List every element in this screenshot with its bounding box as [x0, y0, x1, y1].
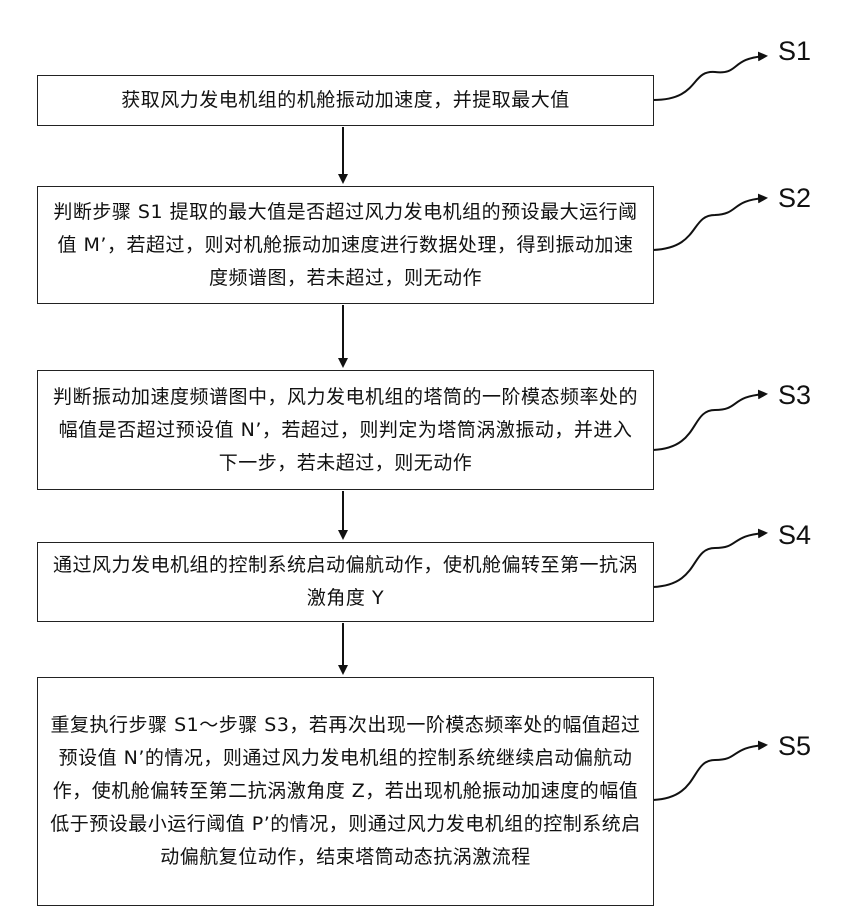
- step-text-s4: 通过风力发电机组的控制系统启动偏航动作，使机舱偏转至第一抗涡激角度 Y: [50, 549, 641, 615]
- step-box-s4: 通过风力发电机组的控制系统启动偏航动作，使机舱偏转至第一抗涡激角度 Y: [37, 542, 654, 622]
- step-text-s2: 判断步骤 S1 提取的最大值是否超过风力发电机组的预设最大运行阈值 M’，若超过…: [50, 196, 641, 295]
- leader-s1: [653, 56, 766, 100]
- step-box-s5: 重复执行步骤 S1～步骤 S3，若再次出现一阶模态频率处的幅值超过预设值 N’的…: [37, 677, 654, 906]
- step-box-s1: 获取风力发电机组的机舱振动加速度，并提取最大值: [37, 75, 654, 126]
- step-label-s2: S2: [778, 183, 811, 214]
- step-label-s1: S1: [778, 36, 811, 67]
- step-text-s3: 判断振动加速度频谱图中，风力发电机组的塔筒的一阶模态频率处的幅值是否超过预设值 …: [50, 381, 641, 480]
- step-label-s3: S3: [778, 380, 811, 411]
- leader-s4: [653, 533, 766, 587]
- step-box-s2: 判断步骤 S1 提取的最大值是否超过风力发电机组的预设最大运行阈值 M’，若超过…: [37, 186, 654, 304]
- leader-s3: [653, 394, 766, 450]
- step-box-s3: 判断振动加速度频谱图中，风力发电机组的塔筒的一阶模态频率处的幅值是否超过预设值 …: [37, 370, 654, 490]
- step-text-s1: 获取风力发电机组的机舱振动加速度，并提取最大值: [121, 84, 570, 117]
- step-label-s4: S4: [778, 520, 811, 551]
- leader-s5: [653, 745, 766, 800]
- step-text-s5: 重复执行步骤 S1～步骤 S3，若再次出现一阶模态频率处的幅值超过预设值 N’的…: [50, 709, 641, 874]
- step-label-s5: S5: [778, 731, 811, 762]
- leader-s2: [653, 198, 766, 250]
